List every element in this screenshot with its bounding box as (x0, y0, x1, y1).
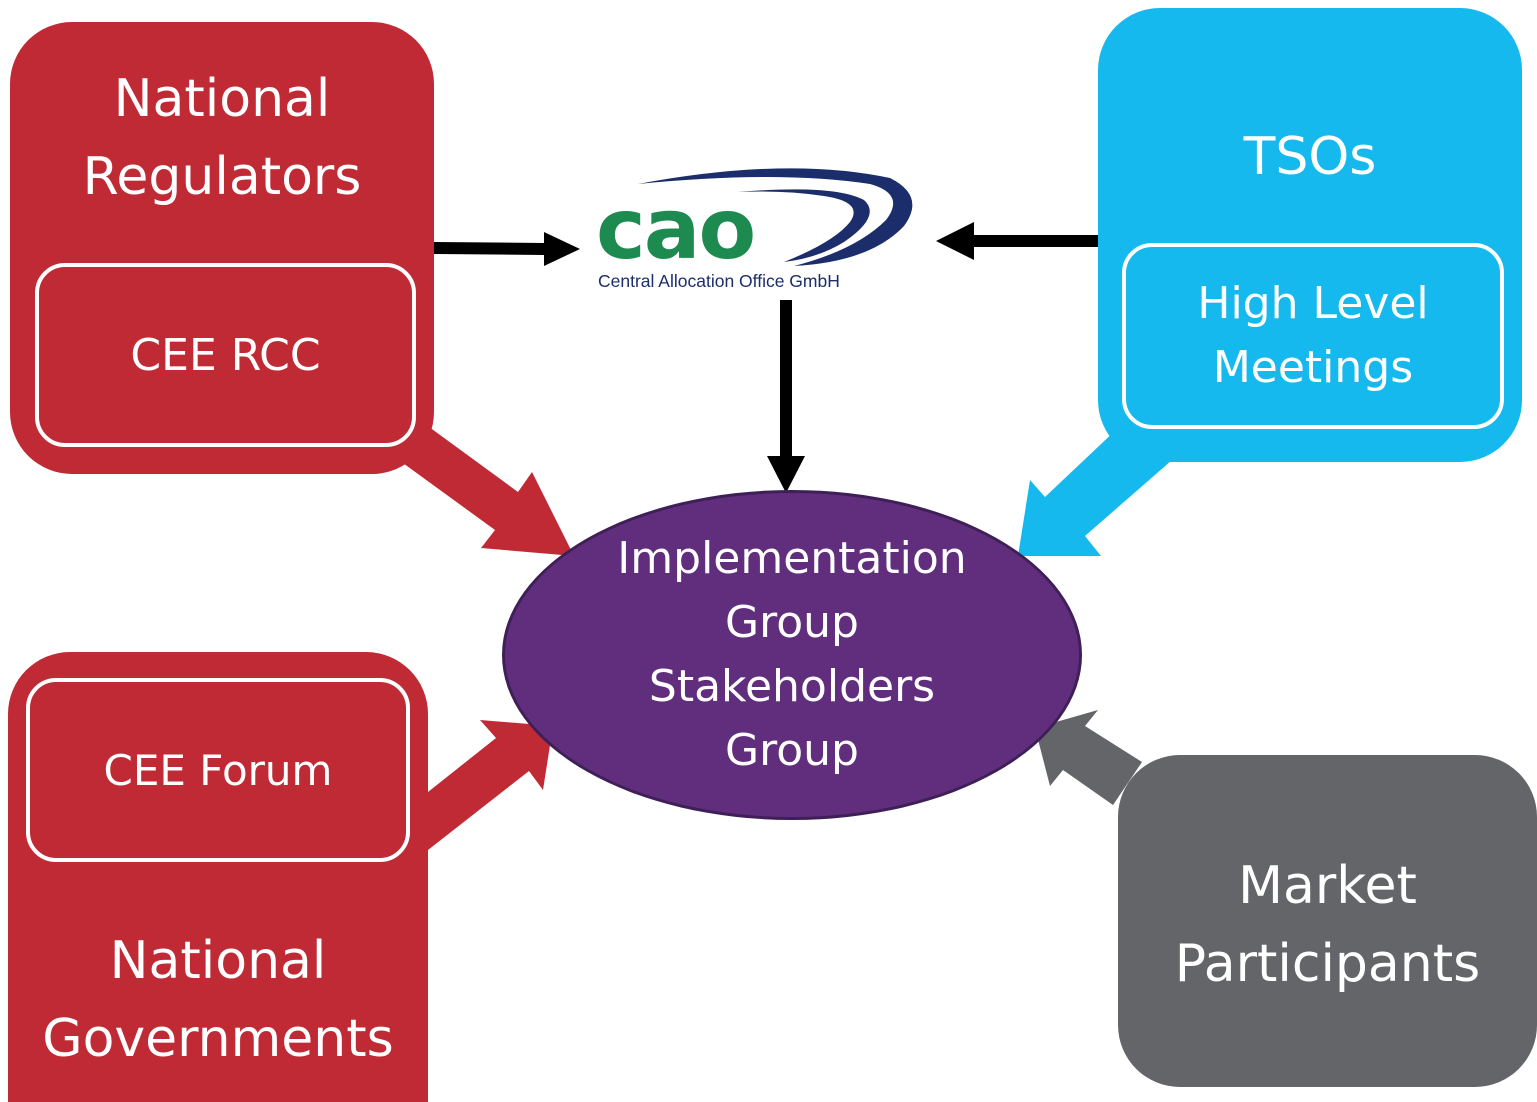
market-participants-label: Market Participants (1118, 847, 1537, 1003)
national-governments-box: CEE Forum National Governments (8, 652, 428, 1102)
national-governments-label: National Governments (8, 922, 428, 1078)
arrow-tsos-to-hub (1018, 428, 1172, 556)
national-regulators-label-line2: Regulators (82, 147, 362, 207)
cee-rcc-box: CEE RCC (35, 263, 416, 447)
arrow-regulators-to-hub (385, 424, 574, 556)
cee-rcc-label: CEE RCC (130, 329, 321, 381)
high-level-meetings-line1: High Level (1197, 278, 1429, 330)
cee-forum-label: CEE Forum (103, 745, 333, 795)
cao-caption: Central Allocation Office GmbH (598, 271, 840, 291)
cao-swoosh-inner (738, 189, 870, 262)
arrow-regulators-to-cao (434, 232, 580, 266)
tsos-label-text: TSOs (1243, 127, 1377, 187)
market-participants-label-line2: Participants (1174, 934, 1481, 994)
national-regulators-label: National Regulators (10, 60, 434, 216)
arrow-market-to-hub (1035, 710, 1142, 805)
national-governments-label-line1: National (109, 931, 327, 991)
national-regulators-box: National Regulators CEE RCC (10, 22, 434, 474)
cao-logo: cao Central Allocation Office GmbH (596, 168, 913, 291)
market-participants-label-line1: Market (1238, 856, 1417, 916)
hub-line4: Group (725, 724, 859, 776)
cao-wordmark: cao (596, 180, 754, 278)
hub-line1: Implementation (617, 533, 967, 585)
arrow-cao-to-hub (767, 300, 805, 493)
cao-swoosh-outer (638, 168, 913, 266)
high-level-meetings-line2: Meetings (1212, 342, 1414, 393)
arrow-governments-to-hub (428, 720, 553, 850)
tsos-label: TSOs (1098, 118, 1522, 196)
tsos-box: TSOs High Level Meetings (1098, 8, 1522, 462)
hub-line2: Group (725, 597, 859, 649)
national-regulators-label-line1: National (113, 69, 331, 129)
high-level-meetings-box: High Level Meetings (1122, 243, 1504, 429)
hub-line3: Stakeholders (648, 661, 936, 712)
market-participants-box: Market Participants (1118, 755, 1537, 1087)
cee-forum-box: CEE Forum (26, 678, 410, 862)
national-governments-label-line2: Governments (42, 1009, 394, 1069)
arrow-tsos-to-cao (936, 222, 1098, 260)
implementation-group-hub: Implementation Group Stakeholders Group (502, 490, 1082, 820)
